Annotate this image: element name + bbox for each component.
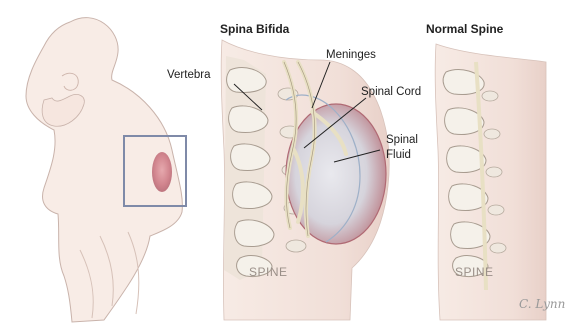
spinal-fluid-label-line1: Spinal (386, 134, 418, 147)
lesion-bump (152, 152, 172, 192)
vertebra-label: Vertebra (167, 69, 210, 82)
spinal-fluid-label-line2: Fluid (386, 149, 411, 162)
baby-figure (26, 18, 186, 322)
spinal-cord-label: Spinal Cord (361, 86, 421, 99)
meninges-label: Meninges (326, 49, 376, 62)
spina-bifida-title: Spina Bifida (220, 22, 289, 36)
artist-signature: C. Lynn (519, 297, 565, 311)
spine-caption-left: SPINE (249, 265, 288, 279)
spine-caption-right: SPINE (455, 265, 494, 279)
normal-spine-title: Normal Spine (426, 22, 503, 36)
spina-bifida-panel (221, 40, 389, 320)
